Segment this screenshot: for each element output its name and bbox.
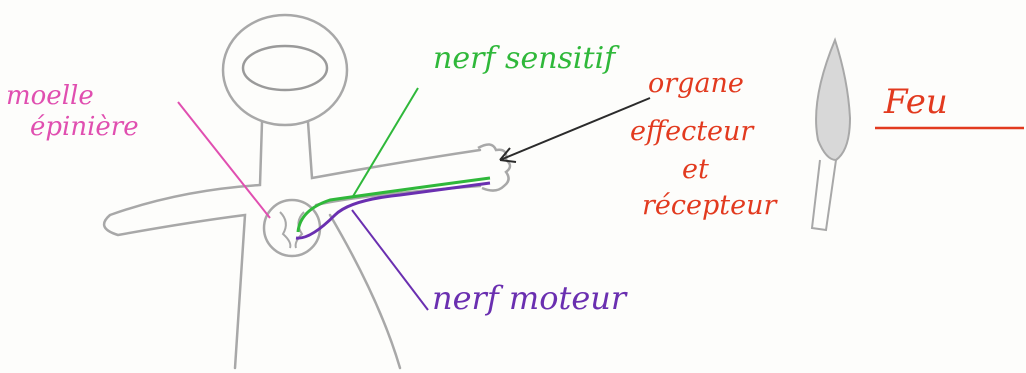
organ-label-line1: organe <box>648 68 744 99</box>
sensory-nerve-pointer <box>351 87 419 199</box>
motor-nerve-label: nerf moteur <box>432 279 627 317</box>
head-outline <box>221 13 349 127</box>
hand-outline <box>477 143 512 192</box>
organ-arrow <box>499 97 651 161</box>
sensory-nerve-label: nerf sensitif <box>433 41 616 76</box>
organ-label-line4: récepteur <box>642 190 777 221</box>
body-outline <box>102 120 482 370</box>
motor-nerve-line <box>295 181 491 240</box>
eye-outline <box>241 44 329 92</box>
spinal-cord-label-line1: moelle <box>6 81 94 111</box>
organ-label-line2: effecteur <box>630 116 754 147</box>
motor-nerve-pointer <box>351 209 429 311</box>
sensory-nerve-line <box>296 176 491 233</box>
organ-label-line3: et <box>682 154 709 185</box>
match-stick <box>810 159 837 232</box>
grey-matter <box>279 211 305 249</box>
spinal-cord-pointer <box>177 101 271 219</box>
organ-arrowhead <box>499 147 517 163</box>
spinal-cord-label-line2: épinière <box>30 112 139 142</box>
flame-outline <box>815 37 852 162</box>
fire-label: Feu <box>884 82 948 122</box>
